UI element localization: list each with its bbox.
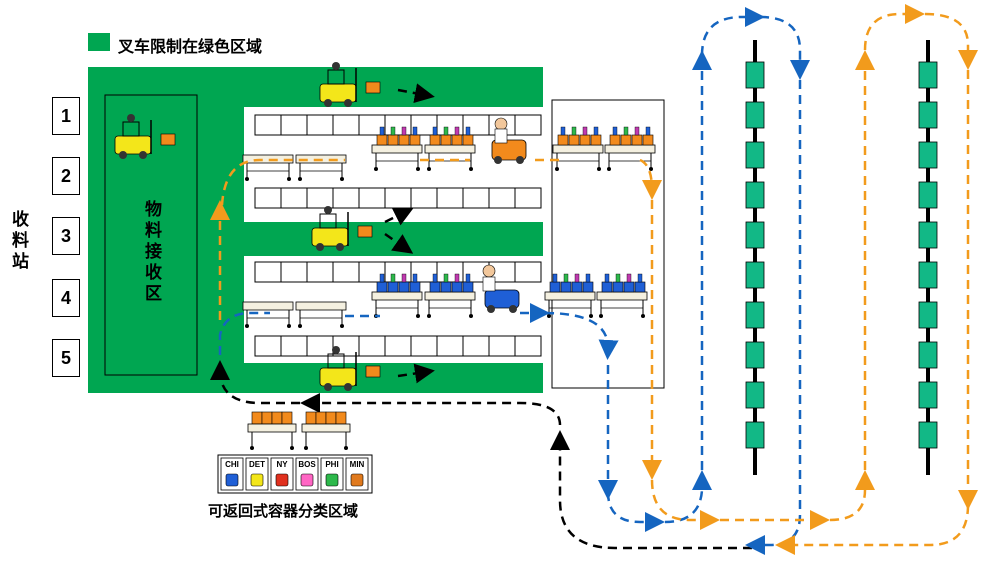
dock-1: 1 [52, 97, 80, 135]
dock-3: 3 [52, 217, 80, 255]
work-tables [242, 126, 656, 328]
bin-label-det: DET [249, 460, 265, 469]
legend-swatch [88, 33, 110, 51]
bin-label-chi: CHI [225, 460, 239, 469]
bin-label-phi: PHI [325, 460, 339, 469]
path-blue [218, 7, 810, 555]
dock-2: 2 [52, 157, 80, 195]
rack-rows [254, 114, 542, 357]
path-black [210, 83, 752, 550]
receiving-station-label: 收料站 [8, 210, 28, 273]
path-orange [210, 4, 978, 555]
bin-label-bos: BOS [298, 460, 316, 469]
tugger-orange [491, 117, 527, 164]
bin-label-ny: NY [276, 460, 288, 469]
bins [220, 457, 369, 491]
dock-5: 5 [52, 339, 80, 377]
container-area-label: 可返回式容器分类区域 [208, 502, 359, 520]
forklifts [114, 62, 381, 391]
tugger-blue [482, 264, 520, 313]
assembly-lines [745, 40, 938, 475]
legend-label: 叉车限制在绿色区域 [118, 37, 263, 56]
material-area-label: 物料接收区 [141, 200, 161, 305]
container-sort-tables [247, 411, 351, 450]
dock-4: 4 [52, 279, 80, 317]
bin-label-min: MIN [349, 460, 365, 469]
